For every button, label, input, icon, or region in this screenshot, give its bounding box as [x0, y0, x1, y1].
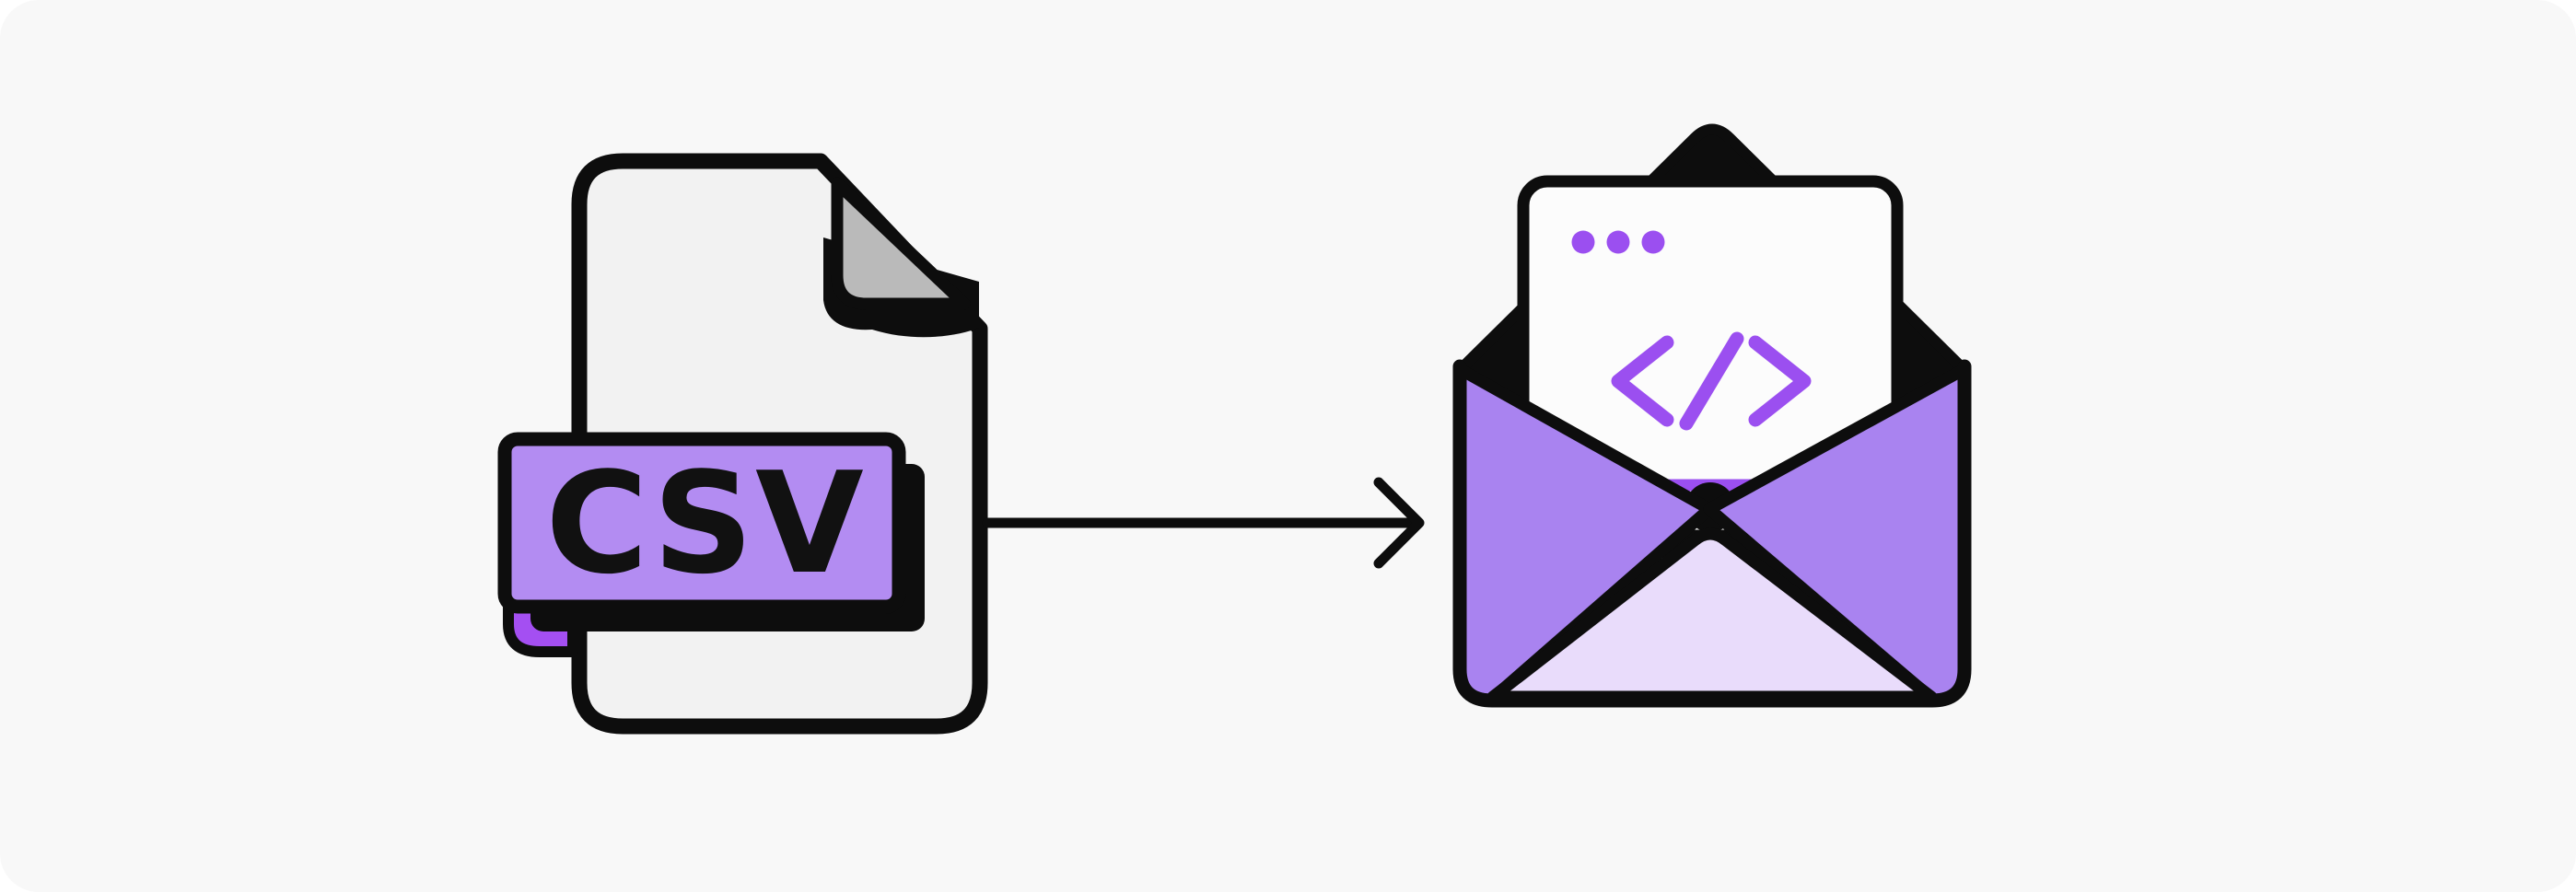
code-slash	[1679, 331, 1744, 431]
window-dots-icon	[1571, 230, 1665, 254]
envelope-body-outline	[1452, 359, 1972, 708]
arrow-head	[1373, 477, 1425, 569]
file-folded-corner-icon	[831, 177, 971, 310]
email-envelope-icon	[1452, 123, 1972, 708]
code-chevron-right	[1748, 335, 1812, 427]
window-dot	[1571, 230, 1595, 254]
csv-label-text: CSV	[545, 442, 865, 605]
csv-file-icon: CSV	[497, 153, 988, 735]
code-chevron-left	[1611, 335, 1674, 427]
flow-arrow-icon	[982, 477, 1425, 569]
code-tag-icon	[1611, 331, 1812, 431]
csv-label	[497, 432, 906, 614]
window-dot	[1606, 230, 1630, 254]
window-dot	[1641, 230, 1665, 254]
envelope-front-flap	[1486, 527, 1938, 703]
